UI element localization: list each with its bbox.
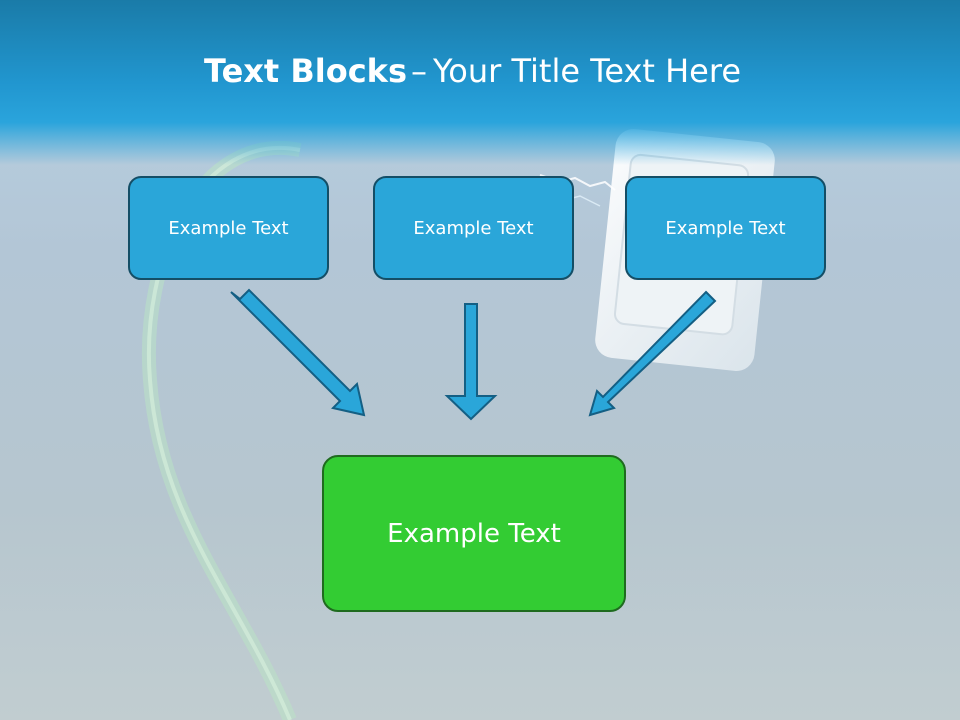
text-block-right-label: Example Text <box>665 217 786 239</box>
arrow-down-center <box>444 303 498 421</box>
text-block-right: Example Text <box>625 176 826 280</box>
arrow-left-diagonal <box>230 288 366 417</box>
title-bold-text: Text Blocks <box>203 52 407 90</box>
text-block-left: Example Text <box>128 176 329 280</box>
text-block-left-label: Example Text <box>168 217 289 239</box>
title-rest-text: Your Title Text Here <box>432 52 741 90</box>
text-block-center-label: Example Text <box>413 217 534 239</box>
target-text-block-label: Example Text <box>387 518 561 549</box>
arrow-right-diagonal <box>588 290 717 417</box>
text-block-center: Example Text <box>373 176 574 280</box>
target-text-block: Example Text <box>322 455 626 612</box>
title-dash: – <box>410 52 427 90</box>
title-bar <box>0 0 960 165</box>
slide-title: Text Blocks–Your Title Text Here <box>0 52 945 90</box>
